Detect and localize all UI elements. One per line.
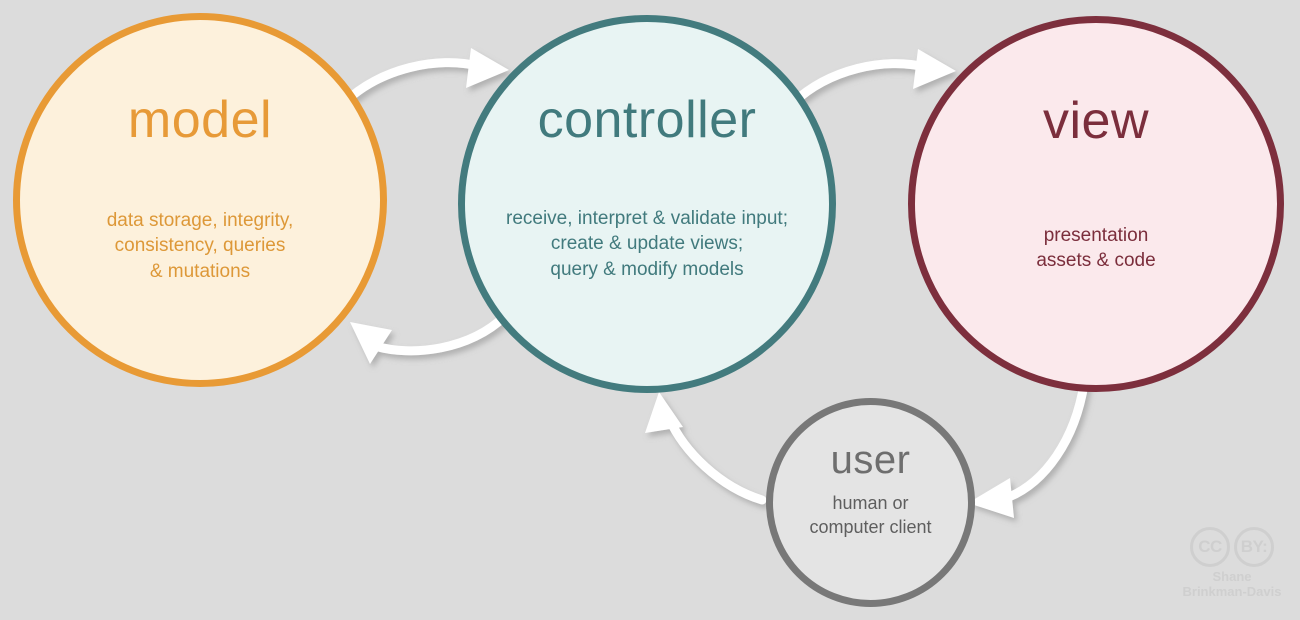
- node-controller-description: receive, interpret & validate input; cre…: [506, 206, 788, 282]
- node-user-desc-line: computer client: [809, 516, 932, 537]
- author-last-name: Brinkman-Davis: [1182, 583, 1282, 599]
- node-model-desc-line: consistency, queries: [114, 235, 286, 257]
- arrow-model-to-controller: [339, 48, 509, 108]
- node-model-desc-line: data storage, integrity,: [106, 210, 294, 231]
- node-model[interactable]: model data storage, integrity, consisten…: [13, 13, 387, 387]
- arrow-user-to-controller: [645, 392, 767, 505]
- arrow-controller-to-view: [788, 49, 956, 108]
- node-view-desc-line: presentation: [1043, 225, 1149, 246]
- node-model-title: model: [127, 91, 273, 149]
- node-view-description: presentation assets & code: [1036, 223, 1155, 274]
- node-view[interactable]: view presentation assets & code: [908, 16, 1284, 392]
- license-icons: CC BY:: [1190, 527, 1274, 567]
- arrow-controller-to-model: [350, 311, 510, 364]
- attribution-by-icon: BY:: [1234, 527, 1274, 567]
- node-user-description: human or computer client: [809, 492, 931, 540]
- node-controller-title: controller: [537, 91, 757, 149]
- node-user[interactable]: user human or computer client: [766, 398, 975, 607]
- author-attribution: Shane Brinkman-Davis: [1182, 569, 1282, 600]
- node-model-description: data storage, integrity, consistency, qu…: [107, 208, 294, 284]
- node-view-desc-line: assets & code: [1036, 250, 1156, 272]
- license-badge: CC BY: Shane Brinkman-Davis: [1176, 527, 1288, 600]
- node-controller-desc-line: query & modify models: [550, 258, 744, 280]
- node-controller-desc-line: create & update views;: [550, 233, 744, 255]
- node-user-desc-line: human or: [832, 493, 909, 513]
- node-controller[interactable]: controller receive, interpret & validate…: [458, 15, 836, 393]
- node-controller-desc-line: receive, interpret & validate input;: [506, 208, 788, 229]
- node-view-title: view: [1042, 92, 1150, 150]
- author-first-name: Shane: [1212, 569, 1252, 584]
- node-model-desc-line: & mutations: [149, 260, 251, 282]
- arrow-view-to-user: [968, 379, 1089, 518]
- creative-commons-icon: CC: [1190, 527, 1230, 567]
- node-user-title: user: [830, 438, 911, 482]
